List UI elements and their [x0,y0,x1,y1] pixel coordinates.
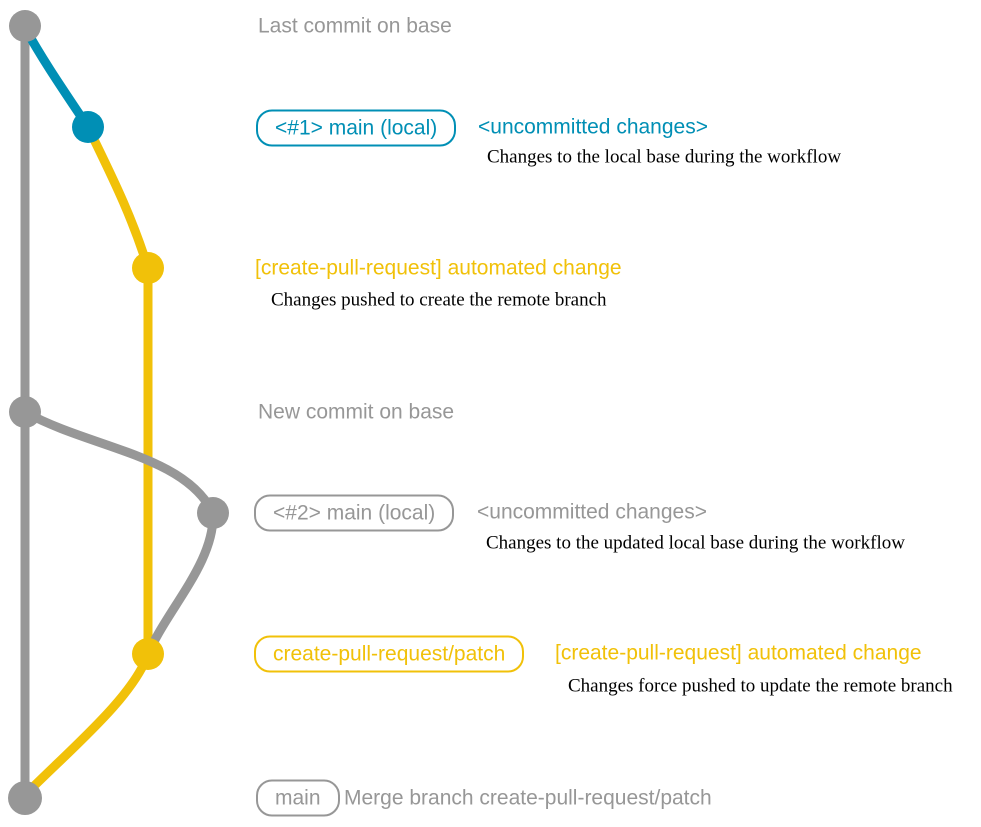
commit-message-uncommitted-changes-1: <uncommitted changes> [478,115,708,139]
commit-message-automated-change-1: [create-pull-request] automated change [255,256,622,280]
local-main-1-branch-curve [20,23,93,132]
commit-dot-merge [8,781,42,815]
create-pull-request-patch-branch-curve [23,122,153,797]
branch-tag-main-local-2: <#2> main (local) [254,494,455,532]
commit-message-new-commit-on-base: New commit on base [258,400,455,424]
annotation-updated-local-base-changes: Changes to the updated local base during… [486,532,905,554]
annotation-force-pushed-to-update-remote-branch: Changes force pushed to update the remot… [568,675,953,697]
commit-message-merge-branch: Merge branch create-pull-request/patch [344,786,712,810]
commit-dot-uncommitted-1 [72,111,104,143]
annotation-pushed-to-create-remote-branch: Changes pushed to create the remote bran… [271,289,607,311]
commit-dot-uncommitted-2 [197,497,229,529]
commit-dot-last-base [9,10,41,42]
commit-message-last-commit-on-base: Last commit on base [258,14,452,38]
commit-dot-automated-change-2 [132,638,164,670]
commit-message-automated-change-2: [create-pull-request] automated change [555,641,922,665]
local-main-2-branch-curve [20,407,218,659]
branch-tag-main: main [256,779,340,817]
branch-tag-main-local-1: <#1> main (local) [256,109,457,147]
commit-message-uncommitted-changes-2: <uncommitted changes> [477,500,707,524]
commit-dot-automated-change-1 [132,252,164,284]
commit-dot-new-base [9,396,41,428]
branch-tag-create-pull-request-patch: create-pull-request/patch [254,635,525,673]
annotation-local-base-changes: Changes to the local base during the wor… [487,146,842,168]
